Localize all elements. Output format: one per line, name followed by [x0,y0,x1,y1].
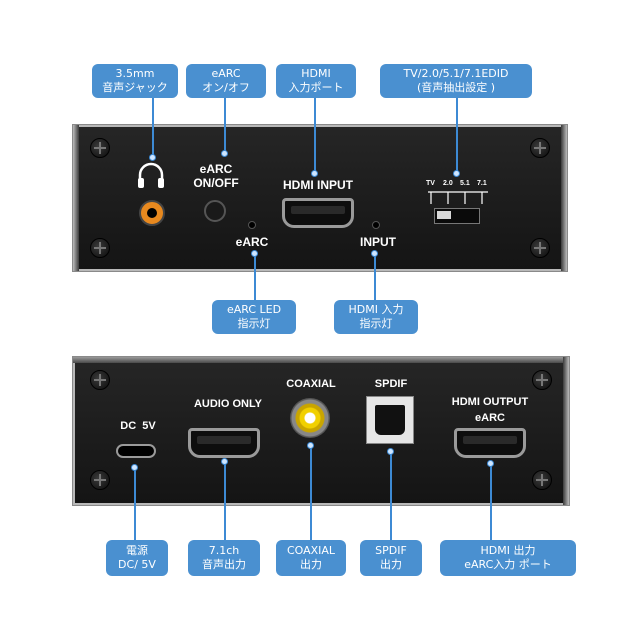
leader-line [310,444,312,542]
leader-line [456,97,458,173]
leader-dot [307,442,314,449]
earc-label-line2: ON/OFF [193,176,239,190]
callout-text: 指示灯 [359,317,393,330]
callout-hdmi-input: HDMI 入力ポート [276,64,356,98]
callout-text: HDMI [301,67,331,80]
edid-switch-ticks [428,191,488,204]
leader-dot [221,458,228,465]
audio-only-hdmi-port[interactable] [188,428,260,458]
callout-text: TV/2.0/5.1/7.1EDID [403,67,509,80]
callout-text: 入力ポート [288,81,344,94]
callout-text: eARC LED [226,303,282,316]
coaxial-port[interactable] [290,398,330,438]
callout-text: eARC入力 ポート [464,558,552,571]
earc-toggle-button[interactable] [204,200,226,222]
callout-coaxial: COAXIAL 出力 [276,540,346,576]
leader-line [224,460,226,542]
callout-earc-switch: eARC オン/オフ [186,64,266,98]
screw-icon [90,470,110,490]
callout-power: 電源 DC/ 5V [106,540,168,576]
callout-text: 電源 [126,544,148,557]
leader-line [374,252,376,302]
switch-label-2-0: 2.0 [443,180,453,187]
edid-switch-labels: TV 2.0 5.1 7.1 [426,180,490,192]
spdif-label: SPDIF [374,378,408,390]
headphone-icon [138,162,164,188]
switch-label-5-1: 5.1 [460,180,470,187]
leader-line [134,466,136,542]
spdif-optical-port[interactable] [366,396,414,444]
callout-hdmi-led: HDMI 入力 指示灯 [334,300,418,334]
input-led-label: INPUT [360,235,396,249]
leader-line [390,450,392,542]
usbc-port[interactable] [116,444,156,458]
screw-icon [532,370,552,390]
panel-edge [561,125,567,271]
audio-jack[interactable] [139,200,165,226]
callout-text: 出力 [380,558,402,571]
dc5v-label: DC 5V [120,420,156,432]
leader-dot [387,448,394,455]
callout-edid: TV/2.0/5.1/7.1EDID (音声抽出設定 ) [380,64,532,98]
screw-icon [90,370,110,390]
callout-headphone-jack: 3.5mm 音声ジャック [92,64,178,98]
coaxial-label: COAXIAL [286,378,336,390]
screw-icon [90,238,110,258]
leader-dot [487,460,494,467]
callout-hdmi-output: HDMI 出力 eARC入力 ポート [440,540,576,576]
leader-line [254,252,256,302]
callout-text: (音声抽出設定 ) [416,81,496,94]
panel-edge [73,357,569,363]
leader-line [152,97,154,157]
audio-only-label: AUDIO ONLY [193,398,263,410]
switch-label-tv: TV [426,180,435,187]
screw-icon [532,470,552,490]
panel-edge [563,357,569,505]
callout-text: eARC [211,67,241,80]
callout-text: 指示灯 [237,317,271,330]
leader-dot [371,250,378,257]
hdmi-input-label: HDMI INPUT [283,178,353,192]
panel-edge [73,125,79,271]
screw-icon [530,238,550,258]
callout-text: オン/オフ [202,81,250,94]
callout-spdif: SPDIF 出力 [360,540,422,576]
screw-icon [90,138,110,158]
callout-earc-led: eARC LED 指示灯 [212,300,296,334]
screw-icon [530,138,550,158]
leader-line [490,462,492,542]
input-led [372,221,380,229]
callout-text: 3.5mm [115,67,155,80]
earc-label-line1: eARC [199,162,233,176]
switch-label-7-1: 7.1 [477,180,487,187]
callout-text: 音声出力 [202,558,246,571]
leader-dot [221,150,228,157]
leader-dot [311,170,318,177]
earc-led [248,221,256,229]
callout-text: 7.1ch [208,544,240,557]
hdmi-input-port[interactable] [282,198,354,228]
leader-line [314,97,316,173]
callout-audio-71: 7.1ch 音声出力 [188,540,260,576]
callout-text: DC/ 5V [118,558,156,571]
hdmi-output-label: HDMI OUTPUT eARC [440,394,540,426]
callout-text: HDMI 出力 [480,544,536,557]
hdmi-output-earc-port[interactable] [454,428,526,458]
earc-switch-label: eARC ON/OFF [186,162,246,190]
leader-dot [149,154,156,161]
hdmi-output-line2: eARC [475,412,505,424]
callout-text: 音声ジャック [102,81,168,94]
callout-text: HDMI 入力 [348,303,404,316]
earc-led-label: eARC [235,235,269,249]
leader-line [224,97,226,153]
hdmi-output-line1: HDMI OUTPUT [451,396,529,408]
leader-dot [453,170,460,177]
callout-text: SPDIF [375,544,407,557]
edid-selector-switch[interactable] [434,208,480,224]
leader-dot [131,464,138,471]
callout-text: 出力 [300,558,322,571]
leader-dot [251,250,258,257]
callout-text: COAXIAL [286,544,336,557]
